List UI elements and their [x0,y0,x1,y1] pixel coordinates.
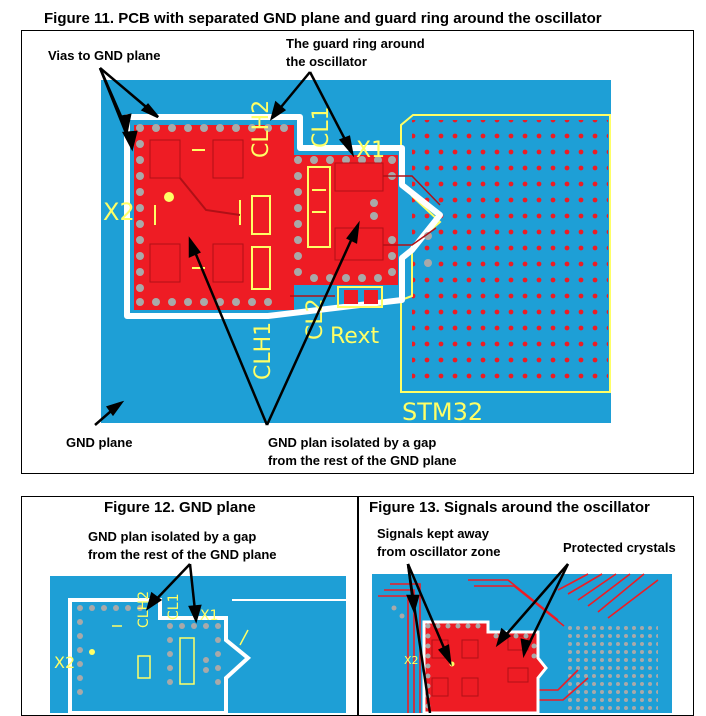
figure12-pcb: X2 CLH2 CL1 X1 [50,563,346,713]
callout-arrows [94,67,360,426]
figure13-title: Figure 13. Signals around the oscillator [369,499,650,516]
figure13-pcb: X2 [372,563,672,713]
callout-gnd-plane: GND plane [66,435,133,450]
callout-guard-ring-1: The guard ring around [286,36,425,51]
callout-isolated-1: GND plan isolated by a gap [268,435,437,450]
guard-ring-vias [136,124,432,306]
figure12-callout-2: from the rest of the GND plane [88,547,277,562]
f12-arrows [145,563,202,624]
f12-x1-label: X1 [200,608,219,624]
oscillator-traces [290,175,441,297]
f12-silk [112,625,249,685]
f12-vias [77,605,221,695]
figure11-pcb: X2 X1 CLH2 CL1 CLH1 CL2 Rext STM32 [94,67,611,426]
figure12-title: Figure 12. GND plane [104,499,256,516]
x2-crystal [149,139,244,283]
f12-x2-label: X2 [54,653,75,672]
mcu-label: STM32 [402,398,483,426]
figure13-callout-protected: Protected crystals [563,540,676,555]
f13-bga [568,626,658,713]
callout-vias: Vias to GND plane [48,48,161,63]
callout-guard-ring-2: the oscillator [286,54,367,69]
rext-label: Rext [330,324,379,349]
clh1-label: CLH1 [251,322,276,380]
f13-signal-traces [378,573,659,713]
f12-cl1-label: CL1 [166,594,182,620]
f13-x2-label: X2 [404,654,419,667]
f13-arrows [406,563,570,713]
figure13-callout-signals-2: from oscillator zone [377,544,501,559]
cl1-label: CL1 [309,106,334,148]
callout-isolated-2: from the rest of the GND plane [268,453,457,468]
mcu-via-grid [412,120,608,388]
figure12-callout-1: GND plan isolated by a gap [88,529,257,544]
x1-label: X1 [356,138,385,163]
isolated-gnd-gap [124,114,443,319]
clh-capacitors [251,195,271,290]
f12-clh2-label: CLH2 [136,591,152,628]
f12-board [50,576,346,713]
f12-isolated-gap [68,598,252,713]
clh2-label: CLH2 [249,100,274,158]
figure11-title: Figure 11. PCB with separated GND plane … [44,10,602,27]
x1-crystal [307,162,384,308]
figure13-callout-signals-1: Signals kept away [377,526,489,541]
x2-label: X2 [103,198,135,226]
